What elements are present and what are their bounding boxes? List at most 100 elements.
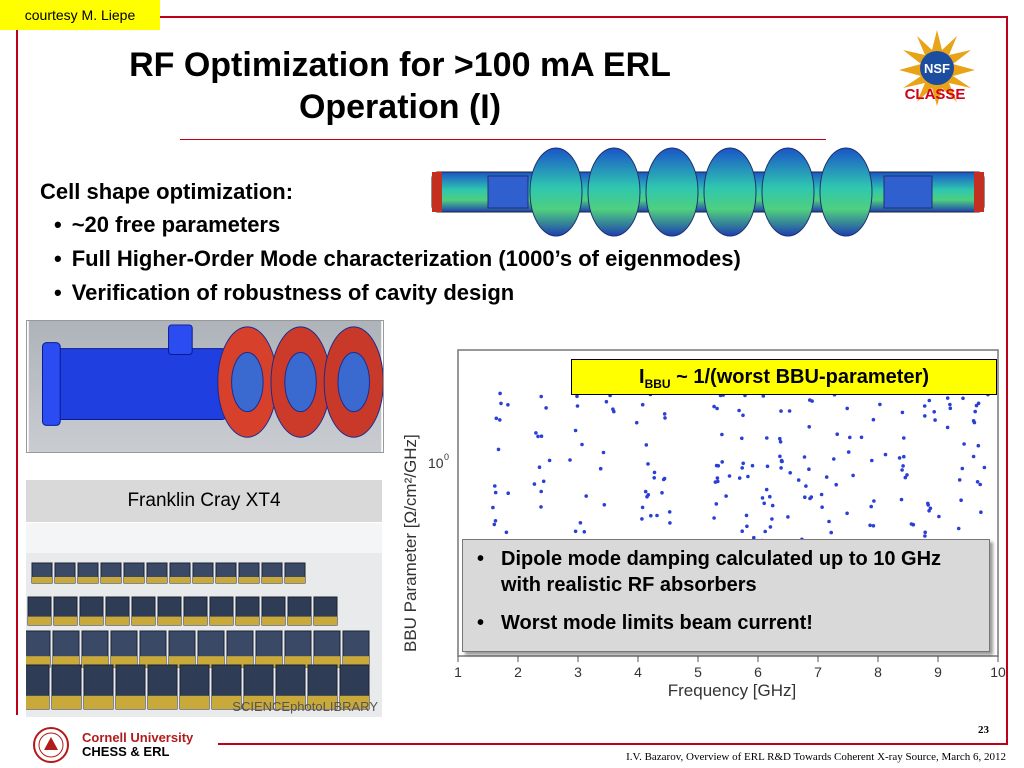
scatter-point: [491, 505, 495, 510]
scatter-point: [715, 476, 720, 480]
scatter-point: [573, 529, 578, 534]
scatter-point: [905, 473, 909, 477]
scatter-point: [779, 459, 784, 464]
rack-panel: [28, 616, 51, 625]
scatter-point: [539, 434, 544, 438]
scatter-point: [643, 489, 648, 494]
rack-panel: [101, 577, 121, 583]
bullet-item: Verification of robustness of cavity des…: [54, 276, 741, 310]
rack-panel: [308, 695, 337, 709]
rack-panel: [216, 577, 236, 583]
scatter-point: [770, 517, 774, 521]
scatter-point: [804, 484, 808, 488]
scatter-point: [923, 534, 927, 538]
scatter-point: [712, 404, 716, 409]
scatter-point: [768, 525, 773, 529]
scatter-point: [961, 396, 965, 401]
slide-frame-left: [16, 30, 18, 715]
scatter-point: [499, 401, 503, 406]
y-axis-label: BBU Parameter [Ω/cm²/GHz]: [401, 434, 420, 652]
supercomputer-photo: SCIENCEphotoLIBRARY: [26, 523, 382, 717]
scatter-point: [903, 475, 908, 480]
slide-frame-right: [1006, 16, 1008, 745]
rack-panel: [116, 695, 145, 709]
scatter-point: [716, 464, 721, 468]
rack-panel: [256, 656, 282, 667]
rack-panel: [26, 656, 50, 667]
rack-panel: [84, 695, 113, 709]
scatter-point: [663, 416, 667, 420]
rack-panel: [78, 577, 98, 583]
rack-panel: [111, 656, 137, 667]
rack-panel: [340, 695, 369, 709]
x-tick-label: 1: [454, 664, 462, 680]
rack-panel: [236, 616, 259, 625]
x-tick-label: 8: [874, 664, 882, 680]
scatter-point: [740, 436, 744, 441]
scatter-point: [945, 425, 950, 430]
scatter-point: [899, 497, 904, 502]
scatter-point: [575, 394, 579, 399]
scatter-point: [834, 482, 838, 487]
scatter-point: [848, 435, 852, 440]
nsf-logo-icon: NSF: [899, 30, 975, 106]
rack-panel: [239, 577, 259, 583]
rack-panel: [262, 577, 282, 583]
scatter-point: [584, 494, 588, 498]
scatter-point: [662, 412, 667, 416]
rack-panel: [55, 577, 75, 583]
scatter-point: [534, 431, 538, 435]
rack-panel: [314, 616, 337, 625]
scatter-point: [778, 440, 783, 444]
scatter-point: [573, 428, 578, 433]
scatter-point: [870, 458, 874, 463]
rack-panel: [52, 695, 81, 709]
scatter-point: [761, 394, 766, 398]
scatter-point: [820, 505, 824, 509]
scatter-point: [923, 414, 927, 418]
title-line-2: Operation (I): [298, 88, 502, 126]
x-tick-label: 9: [934, 664, 942, 680]
ibbu-subscript: BBU: [644, 377, 671, 391]
rack-panel: [227, 656, 253, 667]
rack-panel: [343, 656, 369, 667]
scatter-point: [652, 476, 656, 480]
scatter-point: [602, 503, 607, 507]
scatter-point: [807, 425, 811, 429]
scatter-point: [741, 461, 745, 466]
scatter-point: [956, 526, 961, 531]
scatter-point: [868, 523, 872, 528]
scatter-point: [922, 404, 927, 408]
scatter-point: [762, 501, 766, 506]
rack-panel: [32, 577, 52, 583]
scatter-point: [504, 530, 509, 535]
x-tick-label: 4: [634, 664, 642, 680]
scatter-point: [740, 466, 744, 470]
scatter-point: [493, 490, 498, 495]
scatter-point: [667, 510, 672, 514]
scatter-point: [779, 466, 783, 470]
nsf-logo-text: NSF: [924, 61, 950, 76]
rack-panel: [285, 577, 305, 583]
scatter-point: [737, 476, 742, 480]
scatter-point: [971, 454, 976, 459]
group-name: CHESS & ERL: [82, 744, 170, 759]
rack-panel: [132, 616, 155, 625]
scatter-point: [808, 496, 812, 501]
scatter-point: [778, 436, 782, 441]
scatter-point: [547, 458, 552, 463]
scatter-point: [598, 466, 603, 471]
scatter-point: [496, 447, 501, 452]
scatter-point: [764, 487, 769, 492]
scatter-point: [975, 480, 980, 484]
scatter-point: [712, 516, 716, 520]
university-name: Cornell University: [82, 730, 194, 745]
scatter-point: [539, 394, 543, 399]
bullets-list: ~20 free parameters Full Higher-Order Mo…: [54, 208, 741, 310]
scatter-point: [611, 407, 615, 411]
ibbu-formula-box: IBBU ~ 1/(worst BBU-parameter): [571, 359, 997, 395]
rack-panel: [140, 656, 166, 667]
scatter-point: [869, 504, 873, 509]
scatter-point: [933, 418, 937, 422]
rack-panel: [26, 695, 49, 709]
